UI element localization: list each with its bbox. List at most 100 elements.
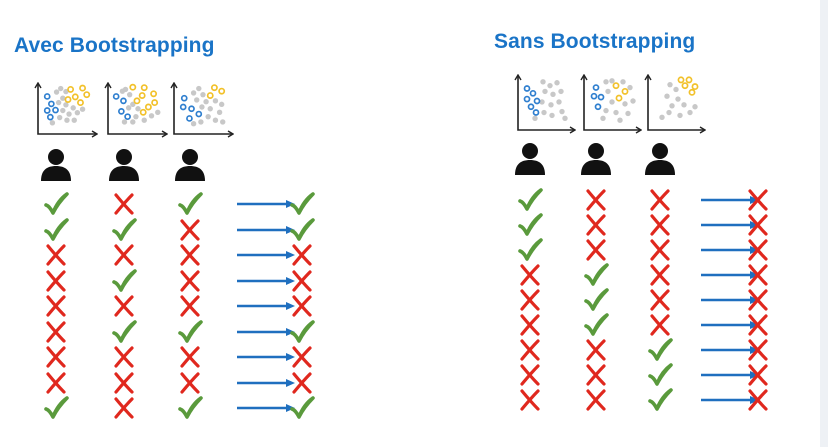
check-mark-icon xyxy=(290,217,315,241)
blue-data-point xyxy=(590,92,598,100)
right-arrow-icon xyxy=(701,221,759,229)
right-arrow-icon xyxy=(237,302,295,310)
yellow-data-point xyxy=(79,84,87,92)
gray-data-point xyxy=(190,121,197,127)
check-mark-icon xyxy=(290,319,315,343)
gray-data-point xyxy=(630,98,636,104)
gray-data-point xyxy=(55,99,62,106)
gray-data-point xyxy=(554,80,560,86)
cross-mark-icon xyxy=(748,389,768,411)
gray-data-point xyxy=(155,109,161,115)
gray-data-point xyxy=(64,117,70,123)
axis-arrowhead xyxy=(569,126,576,134)
gray-data-point xyxy=(205,113,211,120)
gray-data-point xyxy=(617,117,623,123)
yellow-data-point xyxy=(139,108,147,116)
gray-data-point xyxy=(620,79,626,85)
scatter-plot-thumbnail xyxy=(644,74,706,134)
gray-data-point xyxy=(190,90,197,96)
yellow-data-point xyxy=(133,97,141,105)
gray-data-point xyxy=(133,113,139,120)
cross-mark-icon xyxy=(292,269,312,292)
right-arrow-icon xyxy=(701,346,759,354)
cross-mark-icon xyxy=(180,295,200,317)
blue-data-point xyxy=(533,97,541,105)
cross-mark-icon xyxy=(114,397,134,419)
yellow-data-point xyxy=(681,82,689,90)
yellow-data-point xyxy=(83,91,91,99)
yellow-data-point xyxy=(67,85,75,93)
plot-axes xyxy=(107,84,166,135)
gray-data-point xyxy=(126,91,133,98)
gray-data-point xyxy=(600,115,606,121)
gray-data-point xyxy=(664,93,670,99)
cross-mark-icon xyxy=(46,269,66,292)
right-arrow-icon xyxy=(237,353,295,361)
axis-arrowhead xyxy=(227,130,234,138)
gray-data-point xyxy=(135,106,141,112)
cross-mark-icon xyxy=(748,239,768,261)
gray-data-point xyxy=(549,112,555,119)
blue-data-point xyxy=(597,93,605,101)
cross-mark-icon xyxy=(46,295,66,317)
person-icon xyxy=(109,149,139,181)
cross-mark-icon xyxy=(114,244,134,266)
person-icon xyxy=(41,149,71,181)
blue-data-point xyxy=(186,115,193,122)
person-icon xyxy=(515,143,545,175)
check-mark-icon xyxy=(112,217,137,241)
yellow-data-point xyxy=(612,82,620,90)
axis-arrowhead xyxy=(580,74,588,81)
gray-data-point xyxy=(622,101,628,107)
yellow-data-point xyxy=(150,90,158,98)
cross-mark-icon xyxy=(520,289,540,311)
cross-mark-icon xyxy=(292,244,312,266)
plot-axes xyxy=(647,76,704,131)
scatter-plot-thumbnail xyxy=(104,82,168,138)
gray-data-point xyxy=(669,103,675,109)
blue-data-point xyxy=(179,103,187,111)
right-arrow-icon xyxy=(237,200,295,208)
axis-arrowhead xyxy=(635,126,642,134)
plot-axes xyxy=(517,76,574,131)
cross-mark-icon xyxy=(114,295,134,317)
check-mark-icon xyxy=(112,319,137,343)
gray-data-point xyxy=(71,117,77,123)
yellow-data-point xyxy=(140,84,148,92)
yellow-data-point xyxy=(218,87,226,95)
gray-data-point xyxy=(53,89,60,95)
gray-data-point xyxy=(603,107,609,114)
gray-data-point xyxy=(667,81,673,88)
gray-data-point xyxy=(609,99,615,105)
gray-data-point xyxy=(196,85,202,92)
axis-arrowhead xyxy=(514,74,522,81)
gray-data-point xyxy=(60,107,66,114)
gray-data-point xyxy=(79,106,86,112)
yellow-data-point xyxy=(621,87,629,95)
check-mark-icon xyxy=(290,396,315,419)
gray-data-point xyxy=(609,78,615,84)
gray-data-point xyxy=(130,119,136,125)
axis-arrowhead xyxy=(104,82,112,89)
cross-mark-icon xyxy=(520,389,540,411)
gray-data-point xyxy=(56,114,63,121)
panel-title: Sans Bootstrapping xyxy=(494,30,696,53)
cross-mark-icon xyxy=(292,295,312,317)
gray-data-point xyxy=(539,99,545,105)
yellow-data-point xyxy=(138,92,146,100)
gray-data-point xyxy=(673,86,679,93)
scatter-plot-thumbnail xyxy=(34,82,98,138)
gray-data-point xyxy=(558,88,564,95)
gray-data-point xyxy=(212,98,219,104)
blue-data-point xyxy=(529,89,537,97)
cross-mark-icon xyxy=(180,269,200,292)
gray-data-point xyxy=(613,109,619,116)
gray-data-point xyxy=(216,109,223,115)
cross-mark-icon xyxy=(586,389,606,411)
cross-mark-icon xyxy=(180,346,200,368)
cross-mark-icon xyxy=(586,239,606,261)
check-mark-icon xyxy=(178,396,203,419)
axis-arrowhead xyxy=(91,130,98,138)
cross-mark-icon xyxy=(180,218,200,241)
gray-data-point xyxy=(148,113,155,119)
